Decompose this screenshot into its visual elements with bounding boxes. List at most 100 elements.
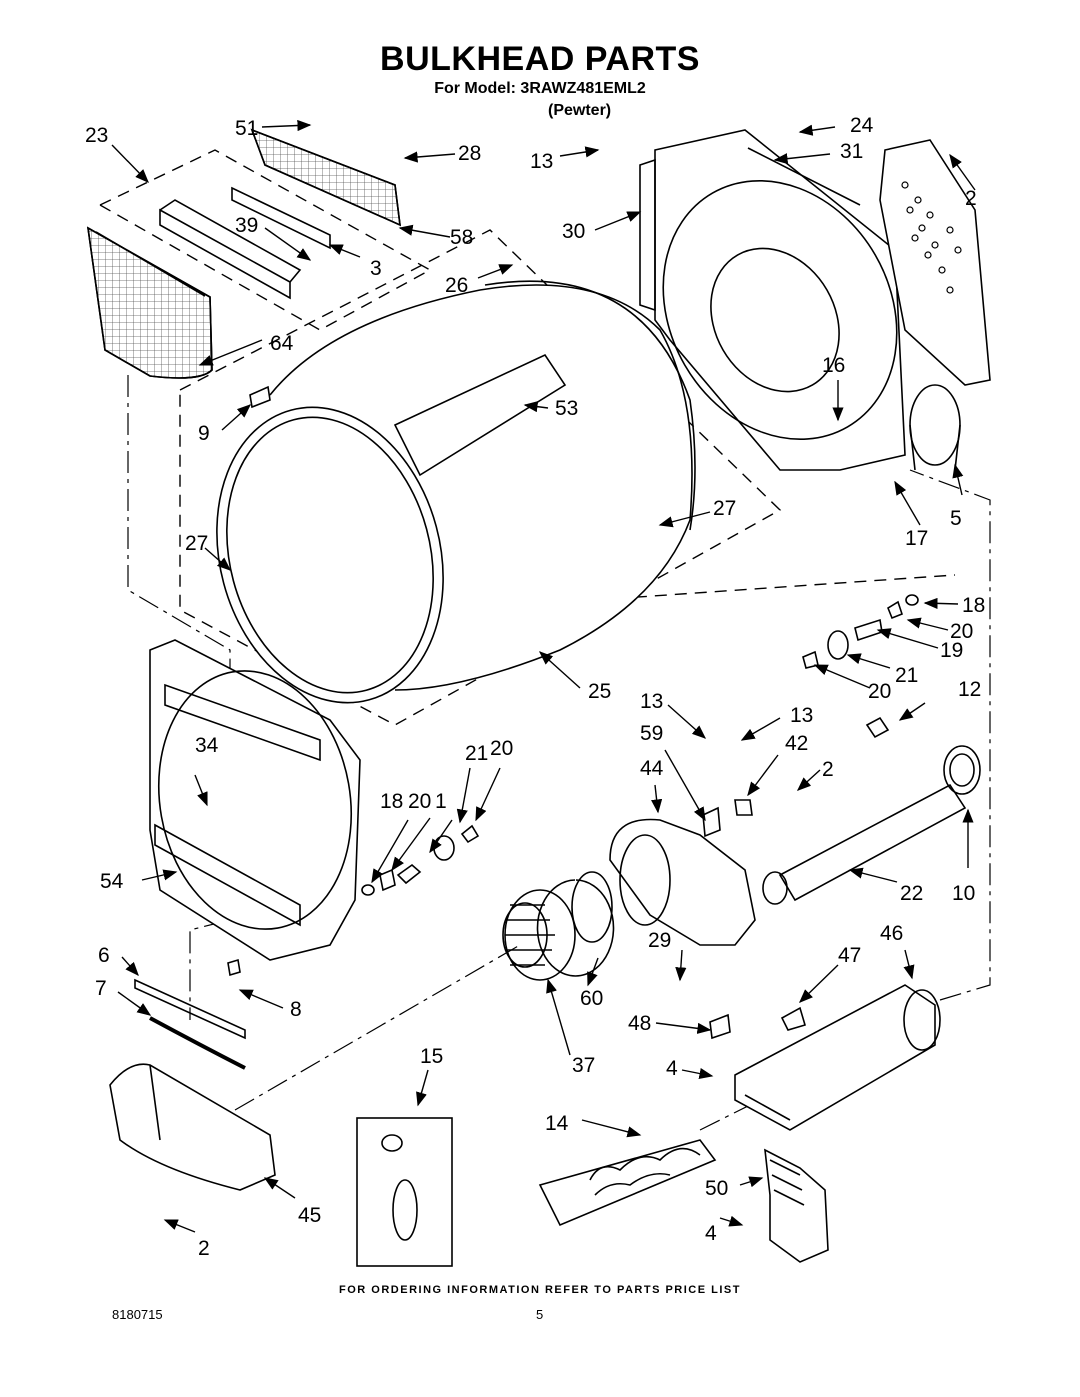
callout-8: 8	[290, 998, 302, 1021]
callout-51: 51	[235, 117, 258, 140]
leader-24	[798, 124, 836, 136]
callout-13: 13	[640, 690, 663, 713]
leader-13-mid	[667, 704, 707, 739]
callout-19: 19	[940, 639, 963, 662]
callout-1: 1	[435, 790, 447, 813]
leader-20-right	[906, 617, 949, 631]
callout-10: 10	[952, 882, 975, 905]
leader-44	[651, 784, 663, 814]
rear-bearing-guide	[594, 574, 956, 601]
callout-16: 16	[822, 354, 845, 377]
leader-13-top	[559, 146, 600, 158]
leader-12	[898, 702, 926, 721]
callout-28: 28	[458, 142, 481, 165]
blower-housing	[571, 818, 756, 946]
leader-54	[141, 869, 178, 881]
callout-50: 50	[705, 1177, 728, 1200]
leader-31	[773, 153, 831, 165]
callout-14: 14	[545, 1112, 569, 1135]
callout-37: 37	[572, 1054, 595, 1077]
callout-42: 42	[785, 732, 808, 755]
leader-27-right	[658, 511, 711, 528]
callout-54: 54	[100, 870, 124, 893]
leader-2-low	[163, 1219, 196, 1233]
front-bearing-assembly	[361, 824, 480, 896]
document-number: 8180715	[112, 1307, 163, 1322]
leader-42	[747, 754, 779, 797]
leader-13-right	[740, 717, 781, 741]
leader-48	[655, 1022, 712, 1034]
heater-bracket	[764, 1148, 829, 1263]
callout-2: 2	[965, 187, 977, 210]
callout-20: 20	[950, 620, 973, 643]
callout-20: 20	[490, 737, 513, 760]
heating-element	[538, 1139, 717, 1227]
callout-30: 30	[562, 220, 585, 243]
leader-8	[238, 989, 284, 1009]
color-variant: (Pewter)	[548, 102, 612, 119]
leader-18-front	[371, 819, 409, 884]
guide-line-right	[909, 469, 991, 1001]
callout-18: 18	[962, 594, 985, 617]
callout-2: 2	[822, 758, 834, 781]
leader-53	[523, 401, 549, 413]
dryer-drum	[216, 280, 696, 704]
small-hardware	[134, 385, 806, 1070]
leader-15	[416, 1069, 429, 1107]
callout-25: 25	[588, 680, 611, 703]
leader-28	[403, 151, 456, 163]
leader-5	[952, 463, 964, 496]
page-title: BULKHEAD PARTS	[380, 40, 700, 78]
leader-21-front	[456, 767, 471, 824]
leader-25	[538, 651, 581, 689]
callout-15: 15	[420, 1045, 443, 1068]
callout-24: 24	[850, 114, 874, 137]
leader-22	[848, 867, 898, 883]
rear-bearing-assembly	[802, 594, 919, 739]
leader-21-right	[846, 653, 891, 669]
callout-64: 64	[270, 332, 294, 355]
callout-21: 21	[895, 664, 918, 687]
callout-59: 59	[640, 722, 663, 745]
callout-60: 60	[580, 987, 603, 1010]
drum-group-outline	[179, 229, 782, 726]
ordering-note: FOR ORDERING INFORMATION REFER TO PARTS …	[339, 1284, 741, 1296]
callout-4: 4	[705, 1222, 717, 1245]
callout-18: 18	[380, 790, 403, 813]
callout-7: 7	[95, 977, 107, 1000]
callout-47: 47	[838, 944, 861, 967]
guide-line-blower	[234, 944, 521, 1111]
callout-17: 17	[905, 527, 928, 550]
model-line: For Model: 3RAWZ481EML2	[434, 80, 646, 97]
callout-3: 3	[370, 257, 382, 280]
front-bulkhead	[149, 639, 361, 961]
leader-6	[121, 956, 139, 977]
leader-59	[664, 749, 706, 822]
leader-2-top	[949, 153, 976, 191]
filter-housing-cover	[159, 128, 401, 300]
callout-5: 5	[950, 507, 962, 530]
callout-27: 27	[713, 497, 736, 520]
leader-2-mid	[796, 769, 821, 791]
callout-13: 13	[530, 150, 553, 173]
front-air-duct	[109, 1063, 276, 1191]
leader-58	[398, 224, 451, 238]
exhaust-duct	[762, 745, 981, 905]
callout-9: 9	[198, 422, 210, 445]
leader-20-lower	[813, 664, 871, 689]
callout-22: 22	[900, 882, 923, 905]
leader-45	[263, 1177, 296, 1199]
leader-14	[581, 1119, 642, 1138]
leader-27-left	[204, 547, 232, 571]
lint-filter-group-outline	[98, 149, 432, 331]
callout-31: 31	[840, 140, 863, 163]
leader-60	[587, 957, 599, 987]
leader-64	[198, 339, 263, 366]
leader-51	[261, 119, 312, 132]
leader-23	[111, 144, 149, 184]
callout-39: 39	[235, 214, 258, 237]
page-number: 5	[536, 1307, 544, 1322]
leader-4-low	[719, 1215, 744, 1227]
callout-53: 53	[555, 397, 578, 420]
